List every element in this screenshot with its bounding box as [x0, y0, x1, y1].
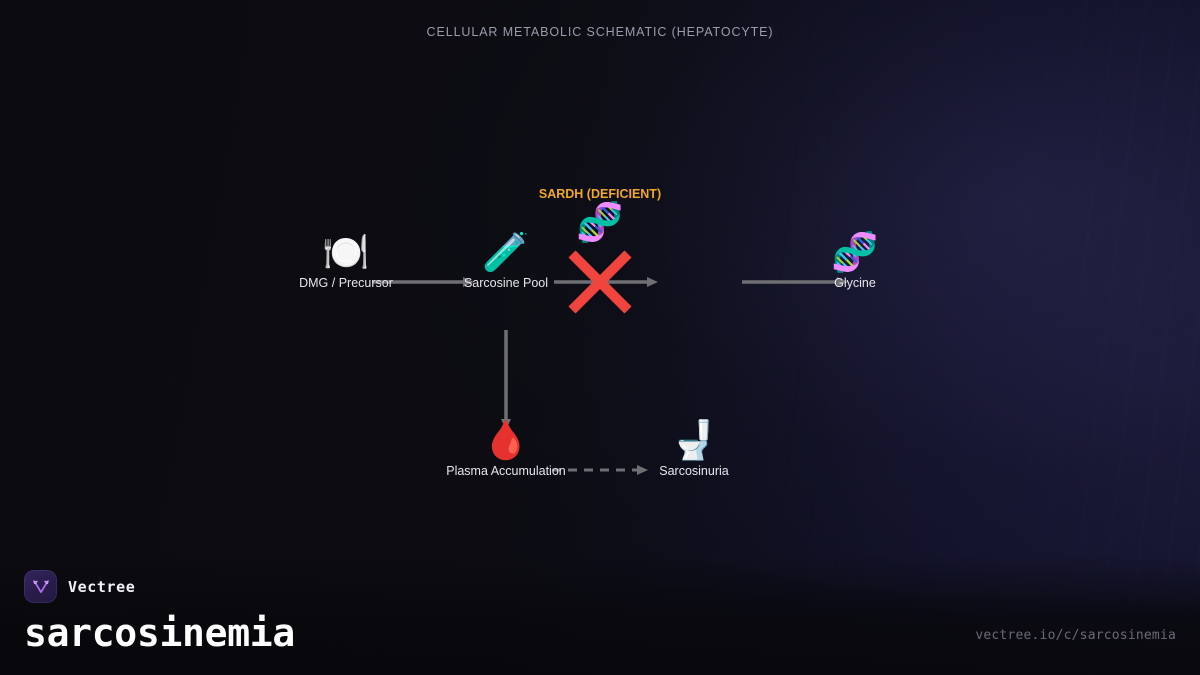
node-label-sarcosine-pool: Sarcosine Pool [463, 276, 549, 290]
node-sarcosine-pool[interactable]: 🧪 Sarcosine Pool [431, 230, 581, 290]
node-label-glycine: Glycine [834, 276, 876, 290]
dna-icon: 🧬 [576, 200, 624, 244]
node-label-plasma-accumulation: Plasma Accumulation [446, 464, 566, 478]
plate-with-cutlery-icon: 🍽️ [322, 230, 370, 274]
footer: Vectree sarcosinemia [24, 570, 295, 655]
vectree-logo-icon [24, 570, 57, 603]
test-tube-icon: 🧪 [482, 230, 530, 274]
page-title: sarcosinemia [24, 611, 295, 655]
edge-label-sardh-deficient: SARDH (DEFICIENT) [538, 187, 662, 201]
node-glycine[interactable]: 🧬 Glycine [780, 230, 930, 290]
node-sarcosinuria[interactable]: 🚽 Sarcosinuria [619, 418, 769, 478]
node-dmg-precursor[interactable]: 🍽️ DMG / Precursor [271, 230, 421, 290]
node-sardh-enzyme[interactable]: 🧬 [525, 200, 675, 244]
toilet-icon: 🚽 [670, 418, 718, 462]
node-plasma-accumulation[interactable]: 🩸 Plasma Accumulation [431, 418, 581, 478]
page-header-title: CELLULAR METABOLIC SCHEMATIC (HEPATOCYTE… [426, 25, 774, 39]
brand-name: Vectree [68, 577, 136, 596]
footer-url: vectree.io/c/sarcosinemia [975, 628, 1176, 643]
dna-icon: 🧬 [831, 230, 879, 274]
blood-drop-icon: 🩸 [482, 418, 530, 462]
node-label-sarcosinuria: Sarcosinuria [659, 464, 729, 478]
brand-row[interactable]: Vectree [24, 570, 295, 603]
node-label-dmg-precursor: DMG / Precursor [299, 276, 393, 290]
